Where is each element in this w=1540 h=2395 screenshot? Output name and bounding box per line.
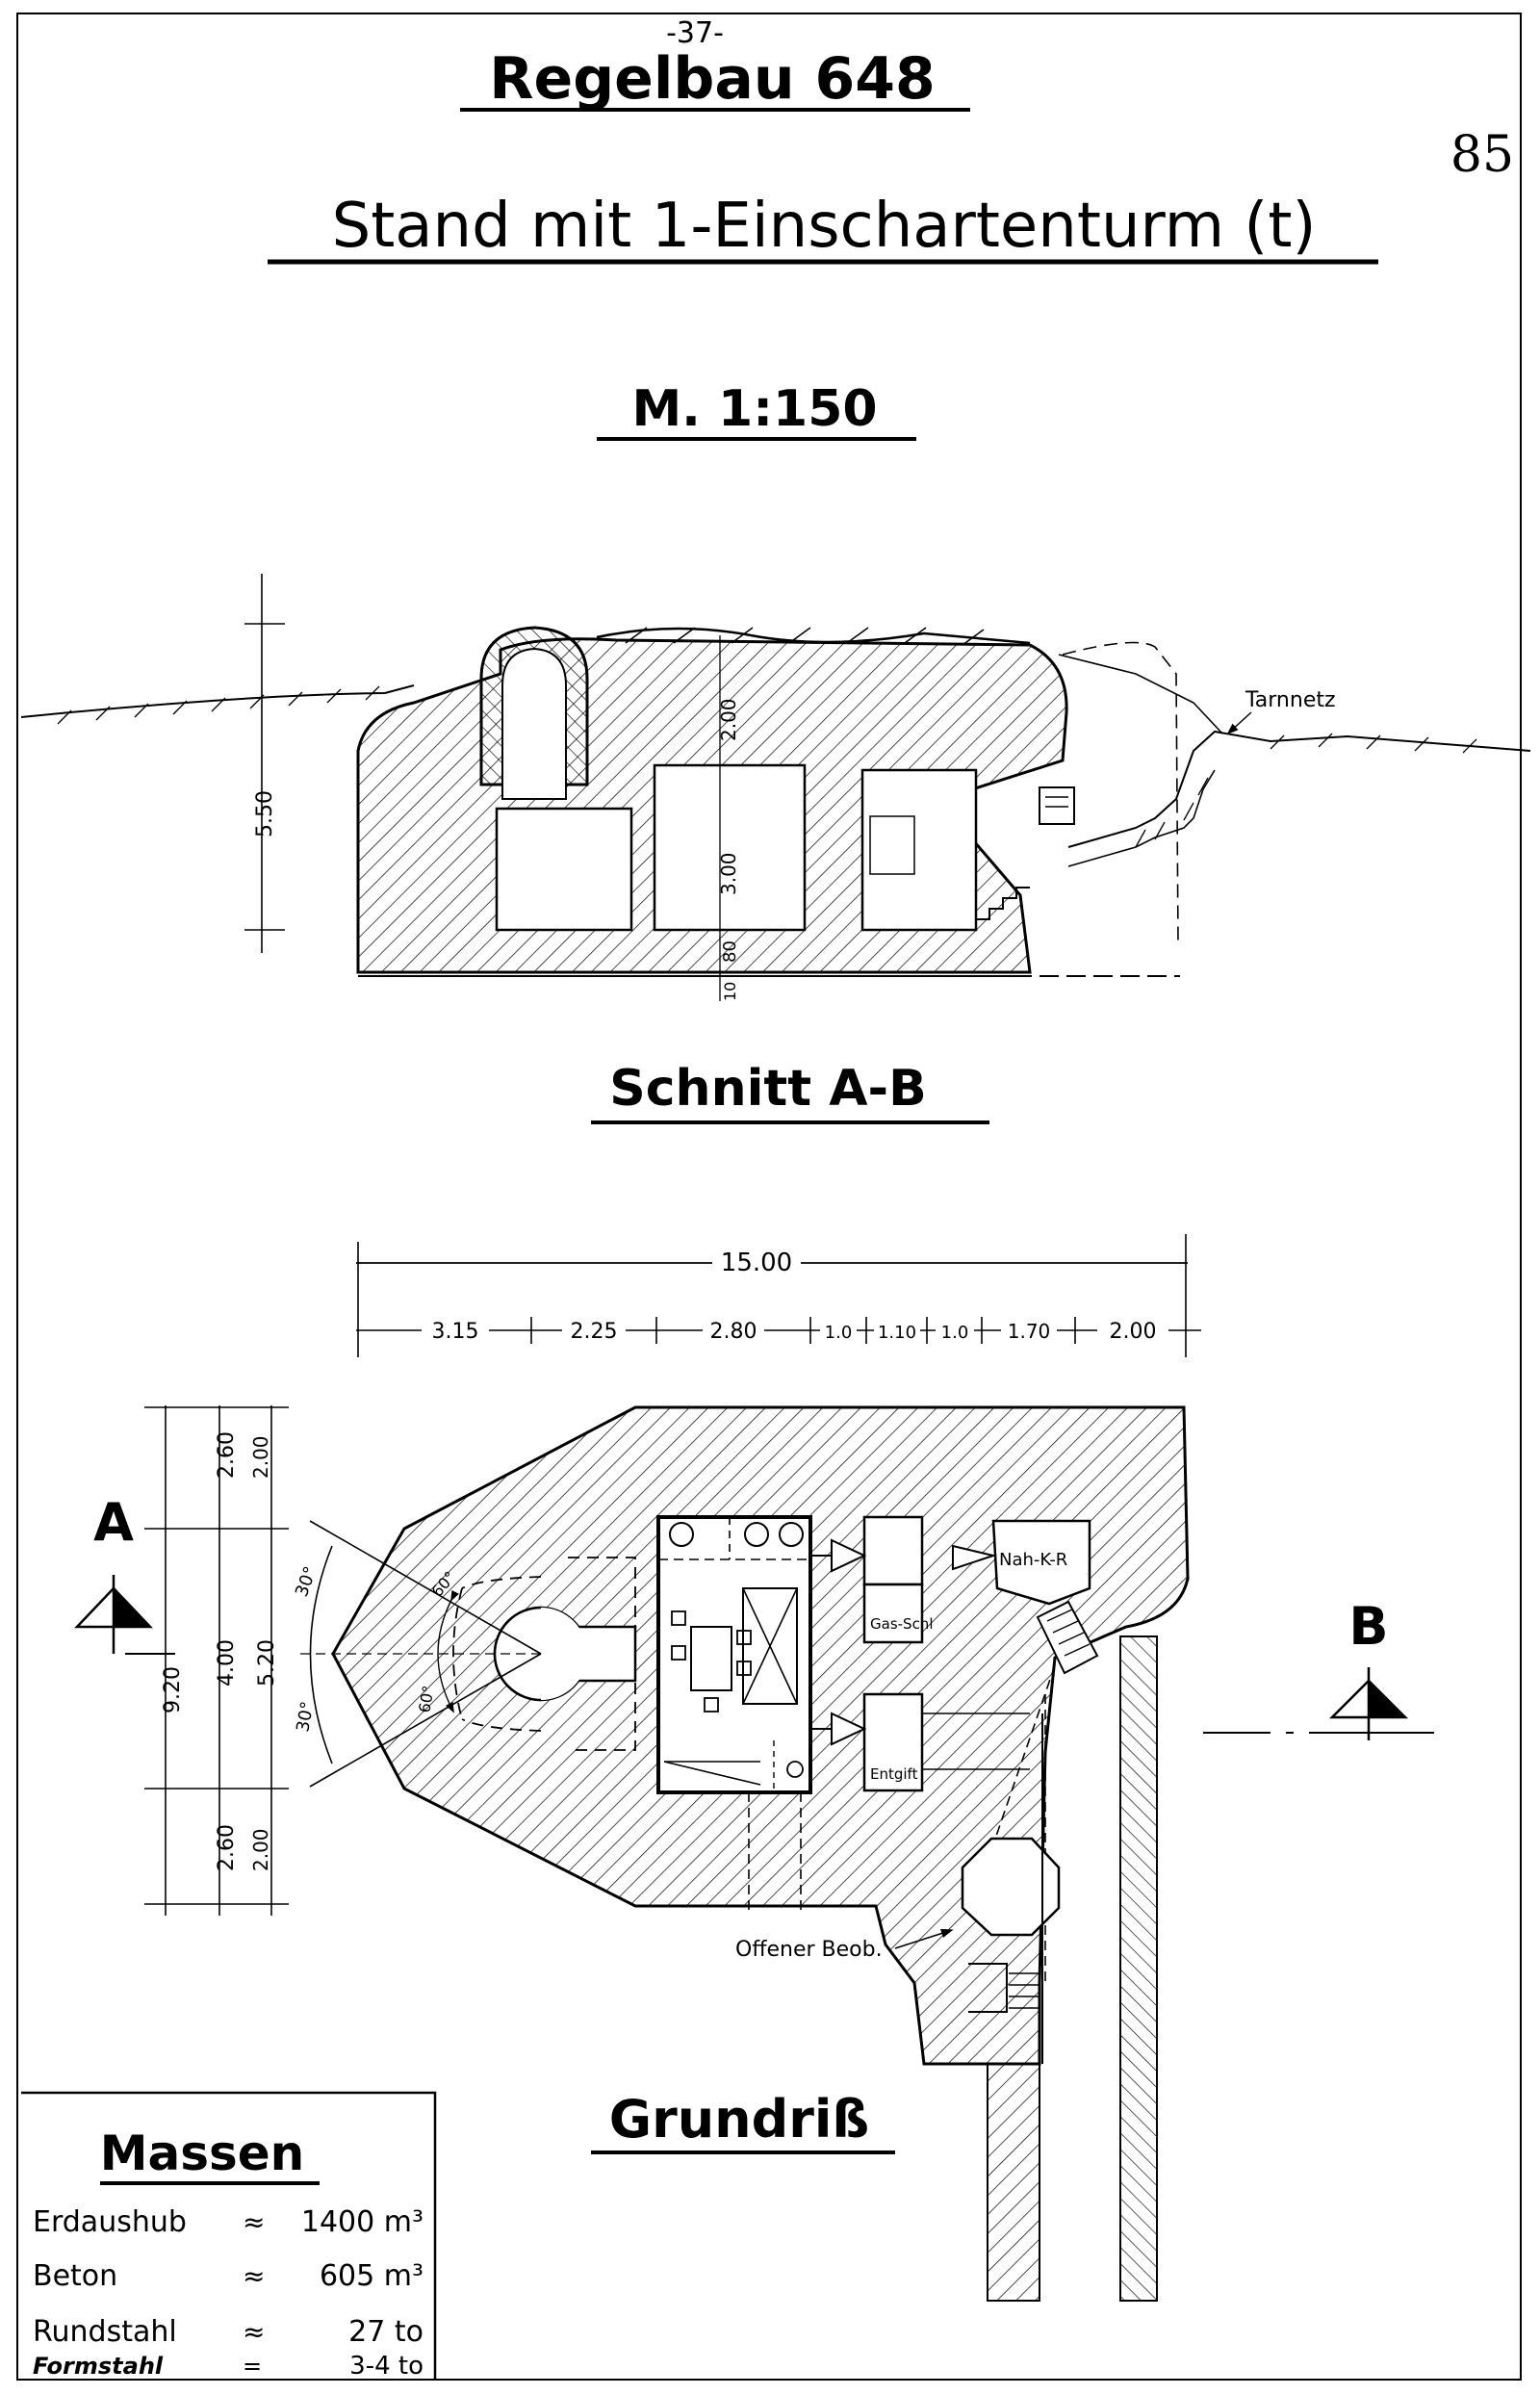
section-room-1 bbox=[495, 807, 633, 932]
page-border bbox=[16, 13, 1522, 2381]
marker-b: B bbox=[1203, 1596, 1434, 1740]
trench-wall-right bbox=[1119, 1635, 1158, 2302]
plan-room-gasschl bbox=[862, 1583, 924, 1644]
dim-seg-6: 1.0 bbox=[941, 1323, 969, 1343]
drawing-title: Regelbau 648 bbox=[489, 45, 935, 113]
section-view: Tarnnetz 5.50 2.00 3.00 80 10 bbox=[20, 574, 1531, 1001]
label-entgift: Entgift bbox=[870, 1765, 918, 1783]
section-room-2 bbox=[653, 763, 807, 932]
dim-left-total: 9.20 bbox=[161, 1666, 185, 1713]
massen-row-1-item: Erdaushub bbox=[33, 2205, 187, 2239]
massen-row-2-sym: ≈ bbox=[243, 2260, 265, 2292]
angle-bottom: 30° bbox=[293, 1700, 318, 1734]
section-room-3 bbox=[860, 768, 978, 932]
open-observation-post bbox=[961, 1837, 1061, 1937]
dim-left-outer-2: 4.00 bbox=[215, 1639, 239, 1687]
scale-label: M. 1:150 bbox=[631, 380, 877, 438]
page-number: 85 bbox=[1450, 126, 1514, 184]
dim-seg-7: 1.70 bbox=[1008, 1320, 1051, 1343]
marker-a: A bbox=[74, 1492, 175, 1655]
massen-row-3-value: 27 to bbox=[348, 2315, 424, 2349]
terrain-right bbox=[1067, 730, 1531, 848]
dim-top: 2.00 bbox=[717, 698, 740, 741]
dim-seg-2: 2.25 bbox=[571, 1320, 618, 1344]
label-tarnnetz: Tarnnetz bbox=[1245, 688, 1336, 712]
dim-seg-8: 2.00 bbox=[1110, 1320, 1157, 1344]
svg-text:B: B bbox=[1348, 1596, 1388, 1657]
dim-room: 3.00 bbox=[717, 852, 740, 895]
drawing-subtitle: Stand mit 1-Einschartenturm (t) bbox=[332, 191, 1317, 262]
dim-base: 10 bbox=[721, 982, 739, 1001]
angle-inner-bottom: 60° bbox=[415, 1684, 438, 1713]
massen-row-2-value: 605 m³ bbox=[320, 2259, 424, 2293]
dim-left-outer-1: 2.60 bbox=[215, 1431, 239, 1479]
dim-seg-3: 2.80 bbox=[710, 1320, 757, 1344]
dim-total-width: 15.00 bbox=[721, 1249, 792, 1277]
section-title: Schnitt A-B bbox=[609, 1060, 926, 1118]
massen-table: Massen Erdaushub ≈ 1400 m³ Beton ≈ 605 m… bbox=[21, 2091, 437, 2381]
dim-left-inner-2: 5.20 bbox=[255, 1639, 279, 1687]
massen-row-4-sym: = bbox=[243, 2353, 262, 2380]
plan-view: 30° 30° 60° 60° Gas-Schl Entgift bbox=[292, 1405, 1190, 2302]
massen-title: Massen bbox=[100, 2125, 305, 2181]
plan-room-entgift bbox=[862, 1692, 924, 1792]
firing-sector-bottom bbox=[309, 1653, 542, 1788]
page-top-number: -37- bbox=[666, 16, 724, 50]
label-offener-beob: Offener Beob. bbox=[735, 1938, 883, 1962]
dim-height-total: 5.50 bbox=[253, 790, 277, 837]
dim-seg-4: 1.0 bbox=[825, 1323, 853, 1343]
dim-left-inner-1: 2.00 bbox=[249, 1435, 272, 1479]
massen-row-3-sym: ≈ bbox=[243, 2316, 265, 2348]
dim-left-inner-3: 2.00 bbox=[249, 1828, 272, 1871]
massen-row-4-item: Formstahl bbox=[33, 2353, 164, 2380]
dim-seg-5: 1.10 bbox=[878, 1323, 916, 1343]
massen-row-4-value: 3-4 to bbox=[349, 2352, 424, 2381]
plan-dimensions-top: 15.00 3.15 2.25 2.80 1.0 1.10 1.0 1.70 2… bbox=[356, 1234, 1201, 1357]
dim-seg-1: 3.15 bbox=[432, 1320, 479, 1344]
massen-row-3-item: Rundstahl bbox=[33, 2315, 177, 2349]
label-gasschl: Gas-Schl bbox=[870, 1615, 934, 1633]
label-nahkr: Nah-K-R bbox=[999, 1550, 1067, 1570]
trench-wall-left bbox=[987, 2063, 1040, 2302]
massen-row-1-sym: ≈ bbox=[243, 2206, 265, 2238]
massen-row-1-value: 1400 m³ bbox=[301, 2205, 424, 2239]
dim-left-outer-3: 2.60 bbox=[215, 1824, 239, 1871]
plan-title: Grundriß bbox=[609, 2089, 869, 2150]
plan-main-room bbox=[656, 1515, 812, 1794]
plan-room-upper bbox=[862, 1515, 924, 1586]
terrain-left bbox=[20, 684, 415, 718]
svg-text:A: A bbox=[93, 1492, 134, 1553]
massen-row-2-item: Beton bbox=[33, 2259, 117, 2293]
firing-sector-top bbox=[309, 1520, 542, 1655]
plan-dimensions-left: 9.20 2.60 4.00 2.60 2.00 5.20 2.00 bbox=[144, 1405, 289, 1916]
dim-floor: 80 bbox=[720, 940, 740, 963]
plan-room-nahkr bbox=[991, 1519, 1091, 1606]
